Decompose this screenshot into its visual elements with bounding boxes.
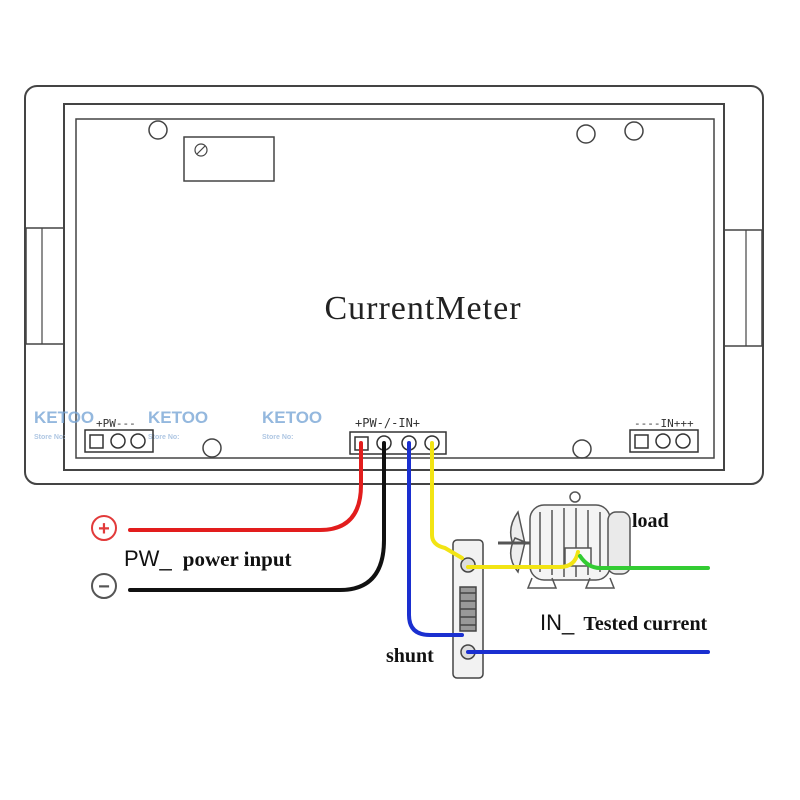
tested-current-label: IN_ Tested current — [540, 610, 708, 635]
negative-power-wire — [128, 441, 386, 592]
watermark-sub: Store No: — [34, 434, 66, 441]
terminal-right-label: ----IN+++ — [634, 417, 694, 430]
polarity-symbols: + − — [91, 515, 117, 599]
terminal-block-right: ----IN+++ — [629, 417, 699, 453]
shunt — [452, 539, 484, 679]
plus-circle-icon — [91, 515, 117, 541]
mount-hole — [202, 438, 222, 458]
plus-symbol: + — [98, 518, 110, 540]
terminal-block-left: +PW--- — [84, 417, 154, 453]
mount-hole — [148, 120, 168, 140]
watermark-brand: KETOO — [262, 408, 322, 427]
potentiometer-block — [183, 136, 275, 182]
power-input-label: PW_ power input — [124, 546, 292, 571]
load-label: load — [632, 510, 669, 532]
in-minus-wire — [407, 441, 464, 637]
outer-frame — [24, 85, 764, 485]
shunt-label: shunt — [386, 645, 434, 667]
shunt-to-load-wire — [466, 550, 580, 569]
wires — [128, 441, 710, 654]
power-prefix: PW_ — [124, 546, 172, 571]
device-title: CurrentMeter — [324, 290, 521, 327]
watermark-sub: Store No: — [148, 434, 180, 441]
tested-text: Tested current — [583, 613, 707, 635]
watermark-brand: KETOO — [148, 408, 208, 427]
terminal-main-label: +PW-/-IN+ — [355, 416, 420, 430]
motor-load — [498, 491, 631, 589]
mount-hole — [576, 124, 596, 144]
minus-symbol: − — [98, 576, 110, 598]
positive-power-wire — [128, 441, 363, 532]
meter-housing — [24, 85, 764, 485]
power-text: power input — [183, 547, 292, 571]
mount-hole — [572, 439, 592, 459]
tested-prefix: IN_ — [540, 610, 575, 635]
load-return-wire — [578, 554, 710, 570]
adjust-screw-icon — [194, 143, 208, 157]
watermark-sub: Store No: — [262, 434, 294, 441]
mount-hole — [624, 121, 644, 141]
display-panel — [75, 118, 715, 459]
watermark-brand: KETOO — [34, 408, 94, 427]
minus-circle-icon — [91, 573, 117, 599]
watermarks: KETOO Store No: KETOO Store No: KETOO St… — [34, 408, 322, 441]
left-mount-tab — [25, 227, 65, 345]
in-plus-wire — [430, 441, 464, 560]
terminal-left-label: +PW--- — [96, 417, 136, 430]
right-mount-tab — [723, 229, 763, 347]
